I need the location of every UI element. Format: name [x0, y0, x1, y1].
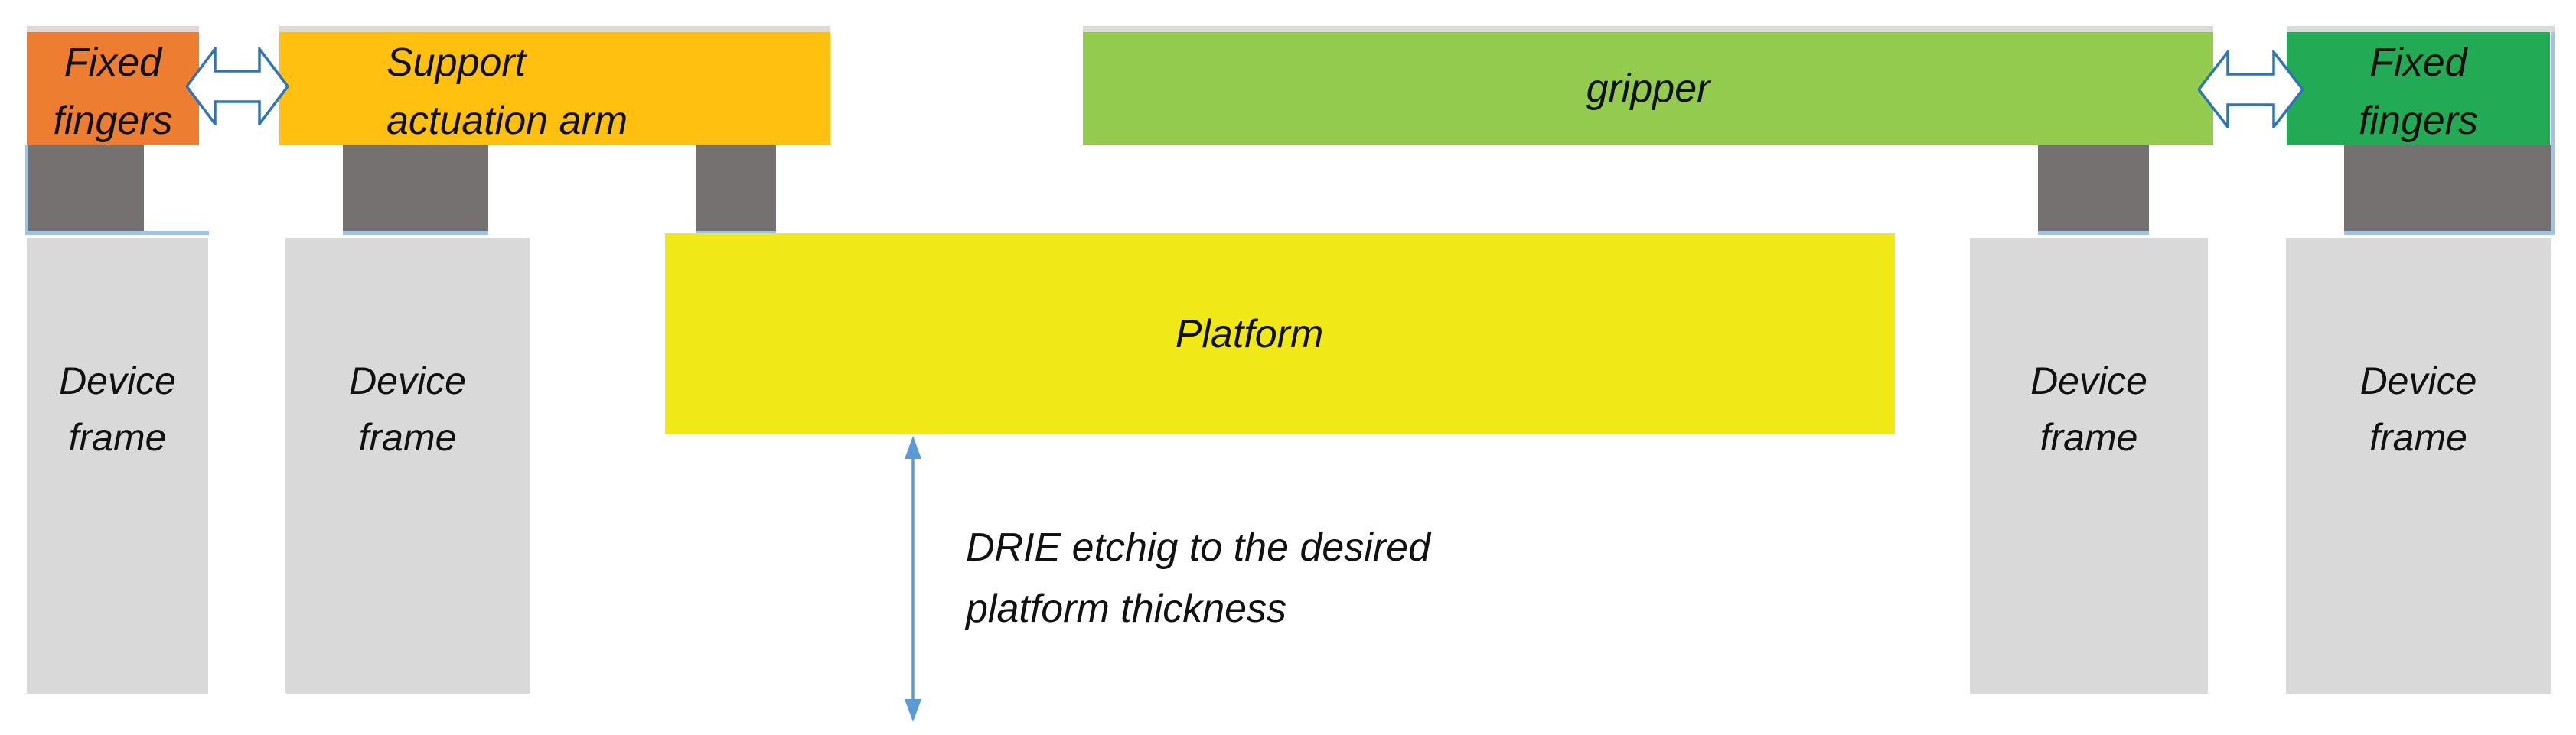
device-frame-4-label-line1: Device: [2359, 359, 2477, 402]
device-frame-1: Device frame: [27, 238, 208, 694]
oxide-strip-gripper: [1083, 26, 2213, 32]
device-frame-4-label-line2: frame: [2369, 416, 2467, 459]
device-frame-2: Device frame: [285, 238, 530, 694]
etch-depth-arrow-head-bottom: [905, 699, 921, 722]
device-frame-4-label: Device frame: [2286, 353, 2551, 466]
gripper-box: gripper: [1083, 32, 2213, 145]
anchor-post-4: [2038, 145, 2149, 231]
device-frame-3-label: Device frame: [1970, 353, 2208, 466]
device-frame-1-label-line2: frame: [68, 416, 167, 459]
device-frame-1-label-line1: Device: [59, 359, 176, 402]
oxide-underline-4: [2038, 231, 2149, 235]
anchor-post-3: [696, 145, 776, 231]
support-actuation-arm-box: Support actuation arm: [279, 32, 830, 145]
anchor-post-1: [27, 145, 144, 231]
fixed-fingers-left-label-line1: Fixed: [64, 41, 162, 85]
fixed-fingers-left-box: Fixed fingers: [27, 32, 199, 145]
device-frame-2-label: Device frame: [285, 353, 530, 466]
device-frame-2-label-line2: frame: [358, 416, 457, 459]
etch-depth-arrow-icon: [905, 436, 921, 722]
fixed-fingers-right-label-line1: Fixed: [2369, 41, 2467, 85]
drie-etch-note: DRIE etchig to the desired platform thic…: [966, 517, 1430, 639]
oxide-underline-3: [696, 231, 776, 235]
fixed-fingers-right-label-line2: fingers: [2358, 99, 2479, 143]
anchor-post-5: [2344, 145, 2551, 231]
right-gap-double-arrow-shape: [2198, 50, 2304, 128]
oxide-strip-left-fingers: [27, 26, 199, 32]
right-gap-double-arrow-icon: [2198, 50, 2304, 128]
device-frame-4: Device frame: [2286, 238, 2551, 694]
support-arm-label-line1: Support: [386, 41, 527, 85]
left-gap-double-arrow-shape: [186, 47, 289, 125]
drie-etch-note-line2: platform thickness: [966, 587, 1287, 631]
device-frame-3: Device frame: [1970, 238, 2208, 694]
platform-label: Platform: [1175, 311, 1324, 356]
platform-box: Platform: [665, 233, 1895, 434]
oxide-underline-2: [343, 231, 488, 235]
device-frame-3-label-line1: Device: [2030, 359, 2147, 402]
oxide-strip-right-fingers: [2287, 26, 2555, 32]
support-arm-label-line2: actuation arm: [386, 99, 628, 143]
drie-etch-note-line1: DRIE etchig to the desired: [966, 525, 1430, 570]
device-frame-3-label-line2: frame: [2040, 416, 2138, 459]
oxide-strip-support-arm: [279, 26, 830, 32]
oxide-sideline-right: [2551, 32, 2555, 235]
fixed-fingers-right-box: Fixed fingers: [2287, 32, 2550, 145]
device-frame-2-label-line1: Device: [349, 359, 466, 402]
fixed-fingers-left-label-line2: fingers: [53, 99, 173, 143]
oxide-underline-5: [2344, 231, 2555, 235]
gripper-label: gripper: [1586, 67, 1710, 111]
oxide-sideline-left: [25, 145, 28, 235]
oxide-underline-1: [25, 231, 209, 235]
etch-depth-arrow-head-top: [905, 436, 921, 459]
device-frame-1-label: Device frame: [27, 353, 208, 466]
left-gap-double-arrow-icon: [186, 47, 289, 125]
anchor-post-2: [343, 145, 488, 231]
